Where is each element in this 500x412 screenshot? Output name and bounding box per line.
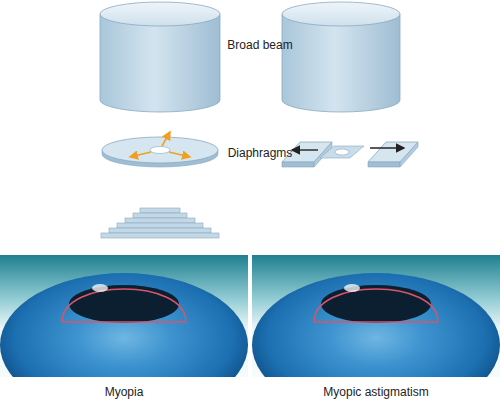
ablation-profile bbox=[101, 208, 219, 238]
label-text: Myopia bbox=[105, 385, 144, 399]
iris-diaphragm bbox=[102, 132, 218, 167]
label-text: Myopic astigmatism bbox=[323, 385, 428, 399]
label-text: Broad beam bbox=[227, 38, 292, 52]
beam-cylinder bbox=[282, 2, 400, 112]
label-text: Diaphragms bbox=[228, 146, 293, 160]
eye-illustration bbox=[0, 255, 248, 377]
eye-illustration bbox=[252, 255, 500, 377]
beam-cylinder bbox=[100, 2, 220, 112]
slit-diaphragm bbox=[282, 142, 418, 167]
